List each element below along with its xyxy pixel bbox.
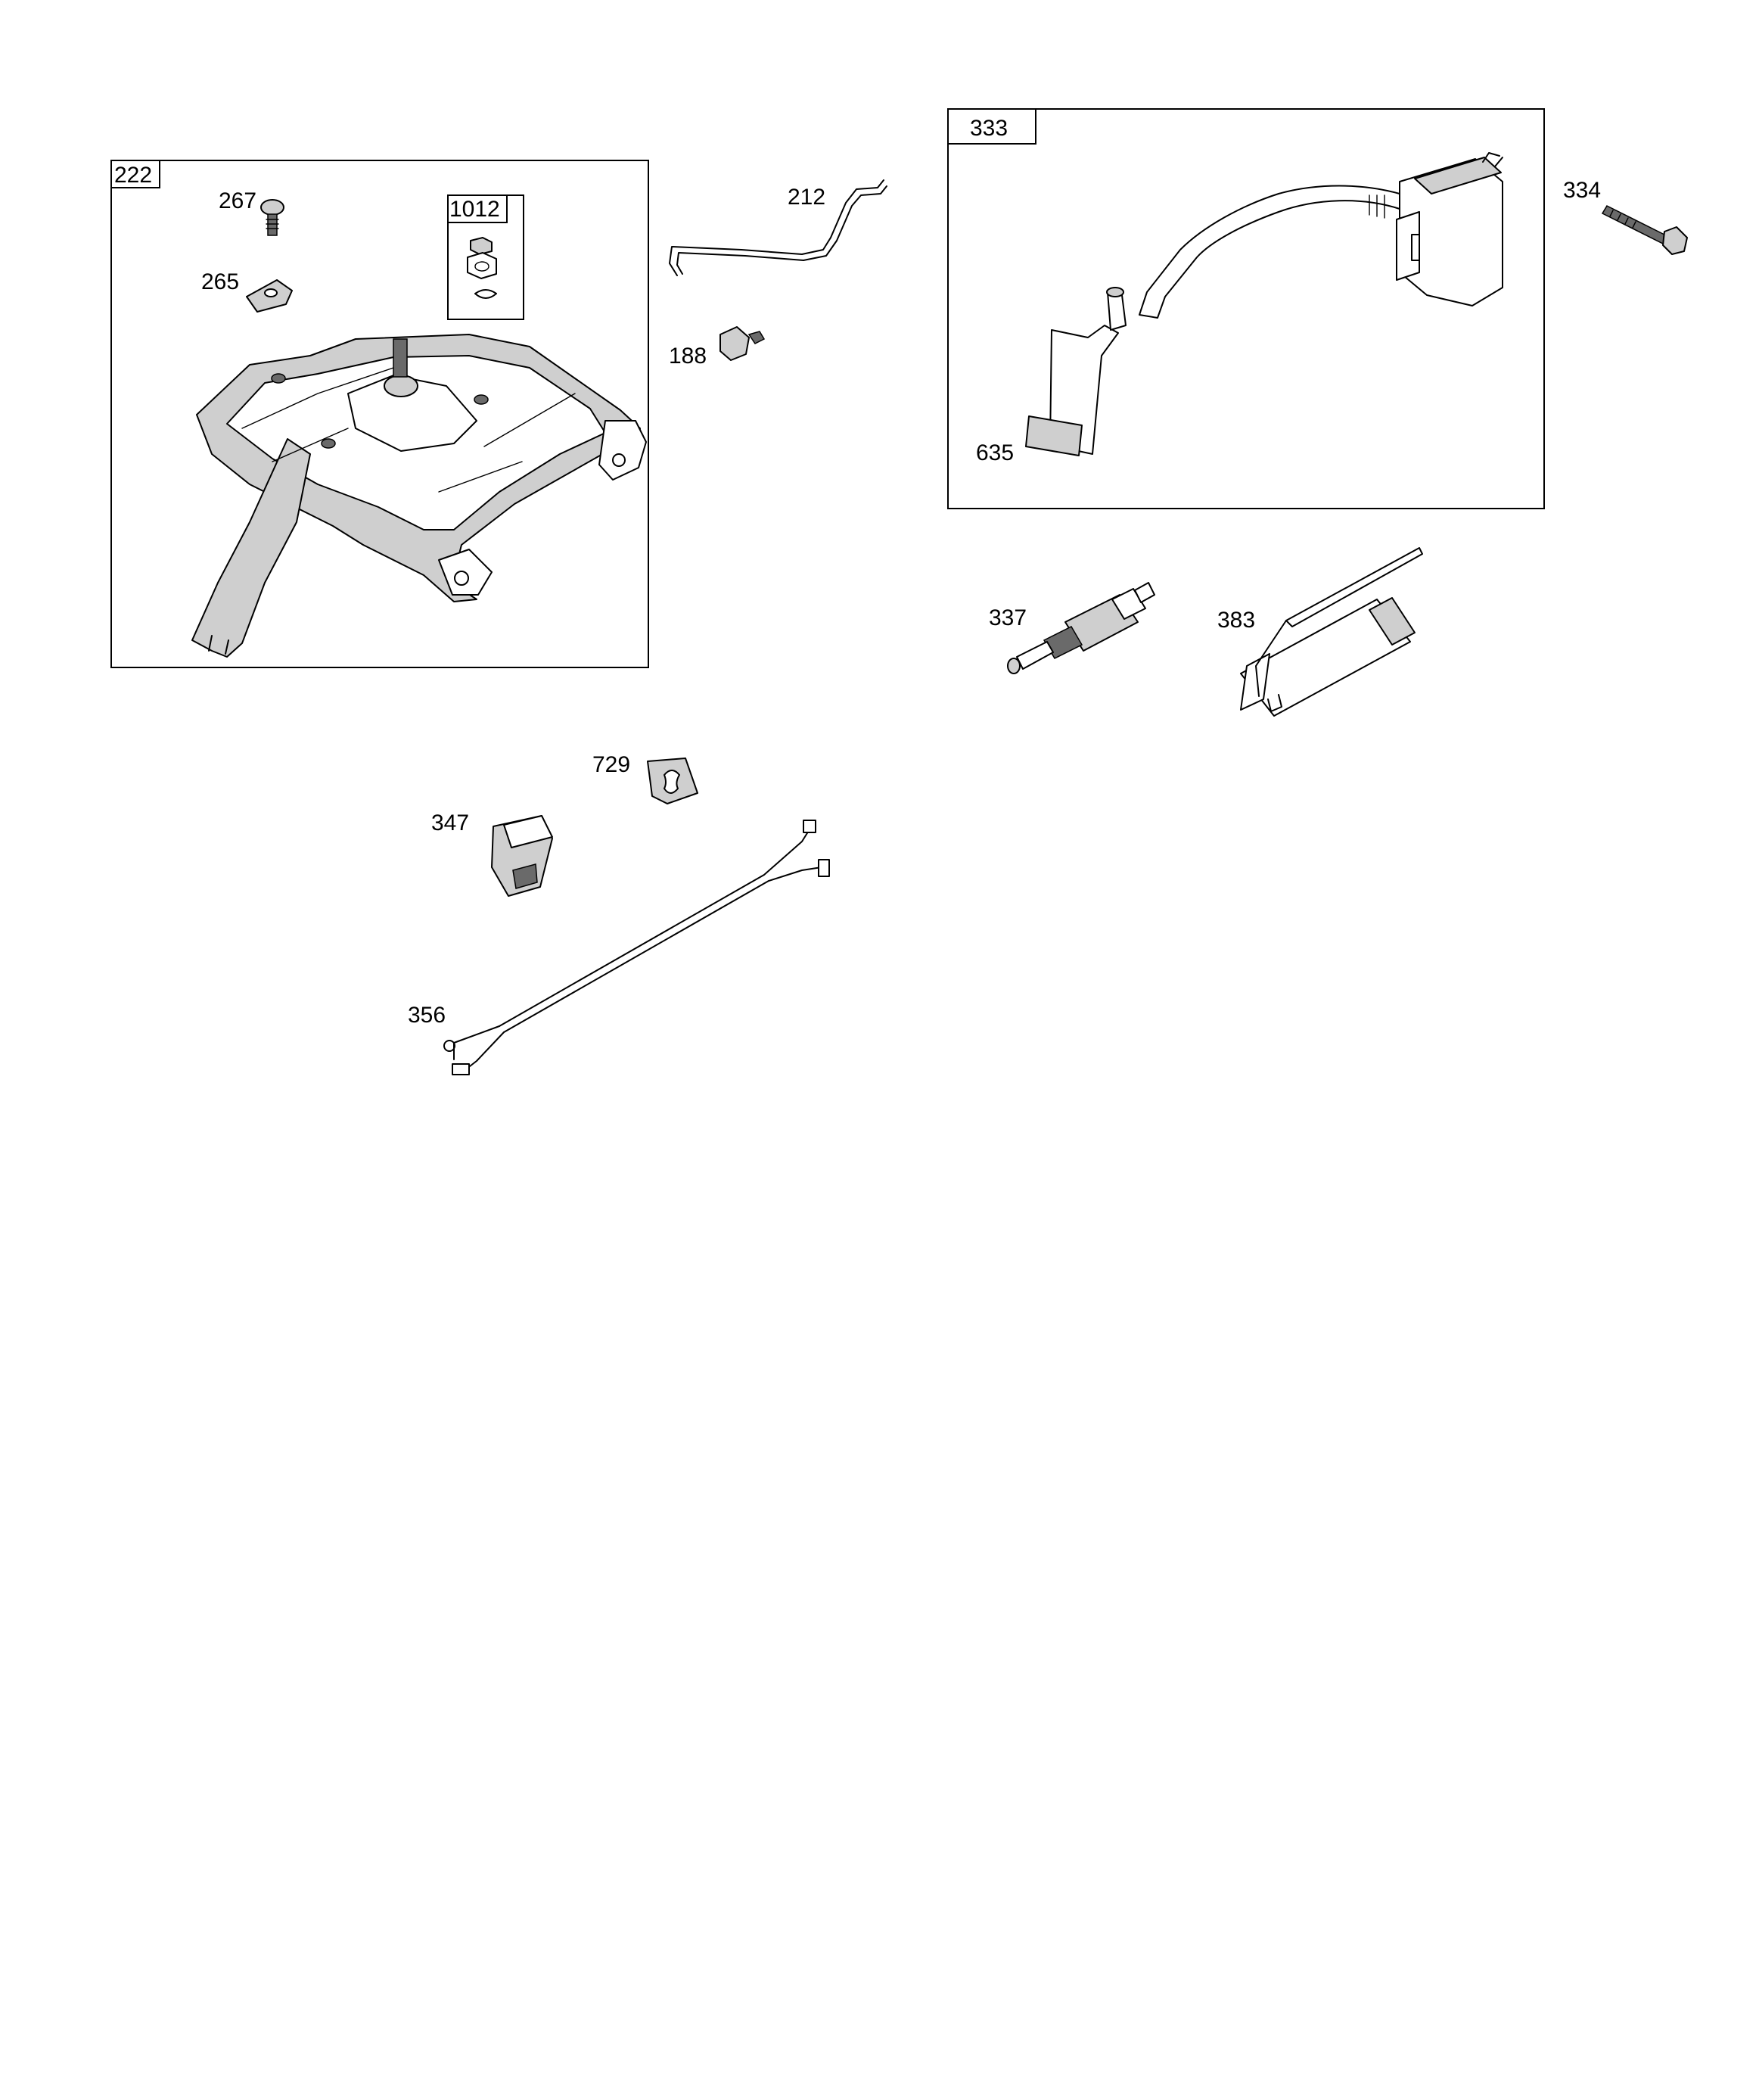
kit-222-frame [110,160,649,668]
kit-222-group: 222 1012 267 265 [110,160,649,668]
kit-222-callout-box [110,160,160,188]
callout-212[interactable]: 212 [788,185,825,210]
callout-1012[interactable]: 1012 [449,197,500,222]
grommet-icon [647,758,698,804]
wire-harness-icon [443,820,830,1075]
screw-icon [1601,205,1688,255]
link-rod-icon [669,179,887,276]
spark-plug-icon [1007,582,1155,674]
spark-plug-wrench-icon [1240,547,1423,717]
callout-265[interactable]: 265 [201,269,239,294]
bracket-assembly-icon [191,334,647,658]
callout-729[interactable]: 729 [592,752,630,777]
kit-333-frame [947,108,1545,509]
screw-icon [719,326,766,361]
callout-222[interactable]: 222 [114,163,152,188]
screw-icon [260,199,284,236]
callout-333[interactable]: 333 [970,116,1008,141]
kit-333-group: 333 635 [947,108,1545,509]
callout-635[interactable]: 635 [976,440,1014,465]
nut-icon [467,237,497,299]
callout-356[interactable]: 356 [408,1003,446,1028]
spark-plug-boot-icon [1025,287,1127,456]
callout-347[interactable]: 347 [431,810,469,835]
callout-267[interactable]: 267 [219,188,256,213]
rocker-switch-icon [491,815,553,897]
callout-383[interactable]: 383 [1217,608,1255,633]
kit-1012-callout-box [447,194,508,223]
callout-334[interactable]: 334 [1563,178,1601,203]
callout-188[interactable]: 188 [669,344,707,369]
callout-337[interactable]: 337 [989,605,1027,630]
cable-clamp-icon [246,279,293,313]
ignition-coil-icon [1139,152,1503,319]
kit-333-callout-box [947,108,1036,145]
